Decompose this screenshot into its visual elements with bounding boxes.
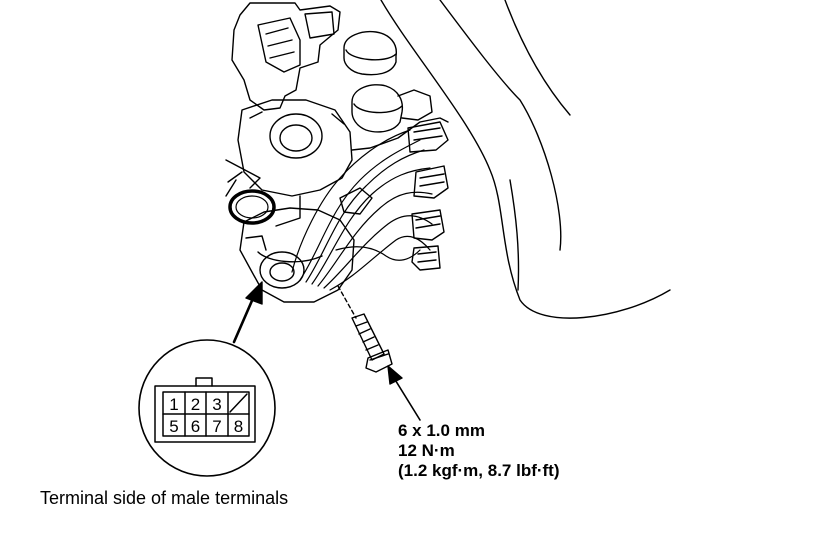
wiring-harness [291,129,433,291]
bolt-callout-arrow [387,365,421,421]
pin-2-label: 2 [191,395,200,414]
bolt-size-label: 6 x 1.0 mm [398,421,485,440]
shift-solenoid [239,207,355,303]
pin-6-label: 6 [191,417,200,436]
bolt-spec: 6 x 1.0 mm 12 N·m (1.2 kgf·m, 8.7 lbf·ft… [398,421,560,480]
pin-3-label: 3 [212,395,221,414]
pin-7-label: 7 [212,417,221,436]
inset-pointer-arrow [232,281,263,344]
valve-body [225,2,449,227]
connector-face [154,377,256,443]
harness-connectors [339,121,449,271]
mounting-bolt [351,313,393,373]
connector-pin-labels: 1 2 3 5 6 7 8 [169,395,243,436]
housing-outline [380,0,671,319]
pin-4-blank-slash [229,393,248,413]
pin-5-label: 5 [169,417,178,436]
connector-inset-circle [138,339,276,477]
pin-8-label: 8 [234,417,243,436]
end-plugs [343,30,433,133]
bolt-torque-label: 12 N·m [398,441,455,460]
pin-1-label: 1 [169,395,178,414]
connector-caption: Terminal side of male terminals [40,488,288,508]
bolt-torque-alt-label: (1.2 kgf·m, 8.7 lbf·ft) [398,461,560,480]
bolt-alignment-line [337,285,357,319]
